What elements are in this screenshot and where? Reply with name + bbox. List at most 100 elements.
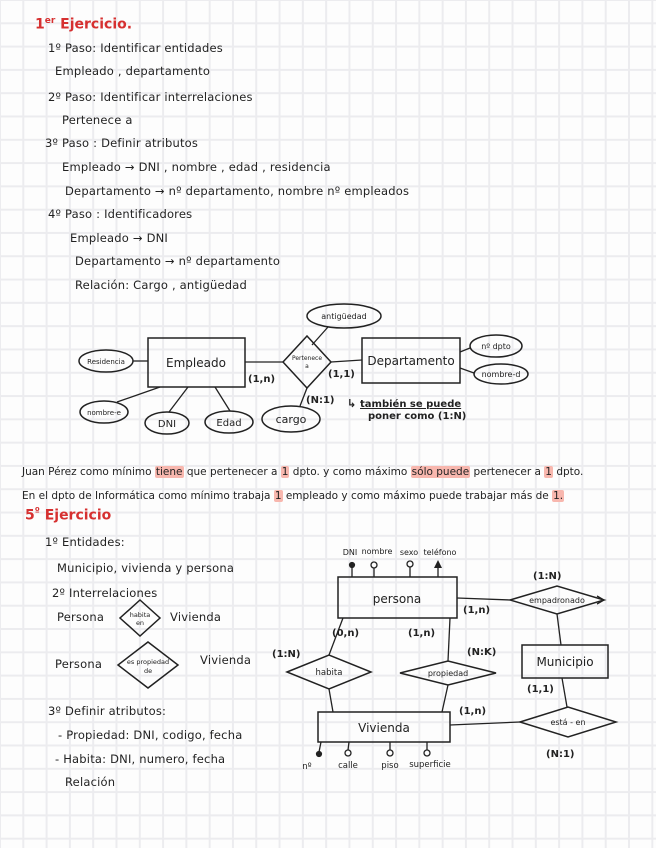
cardinality-11: (1,1) (328, 369, 355, 380)
ex5-rel2-persona: Persona (55, 657, 103, 671)
ex5-rel2-vivienda: Vivienda (200, 653, 252, 667)
relation-label-pertenece-2: a (305, 363, 309, 370)
attr-label-calle: calle (338, 761, 358, 771)
attr-label-cargo: cargo (276, 413, 307, 426)
relation-label-pertenece-1: Pertenece (292, 355, 322, 362)
attr-key-dot-n (315, 750, 323, 758)
entity-label-persona: persona (373, 592, 422, 606)
p1-highlight-tiene: tiene (154, 466, 184, 478)
ex1-entities: Empleado , departamento (55, 64, 211, 78)
attr-ellipse-residencia (78, 349, 134, 373)
attr-label-telefono: teléfono (424, 547, 457, 557)
ex5-rel1-vivienda: Vivienda (170, 610, 222, 624)
line-departamento-nombred (459, 367, 475, 374)
line-propiedad-vivienda (441, 684, 449, 713)
cardinality-persona-1n: (1,n) (463, 605, 490, 616)
ex5-rel1-persona: Persona (57, 610, 105, 624)
entity-box-municipio (521, 644, 609, 679)
entity-box-empleado (147, 337, 246, 388)
rel2-diamond-label-1: es propiedad (127, 658, 169, 666)
ex1-step4: 4º Paso : Identificadores (48, 207, 193, 221)
attr-label-n: nº (302, 762, 311, 772)
entity-label-empleado: Empleado (166, 356, 226, 370)
attr-label-nombre-d: nombre-d (482, 370, 521, 379)
note-arrow-icon: ↳ (347, 397, 356, 410)
ex1-step2: 2º Paso: Identificar interrelaciones (48, 90, 253, 104)
attr-key-dot-dni (348, 561, 356, 569)
cardinality-n1: (N:1) (306, 395, 334, 406)
p1-highlight-1b: 1 (544, 466, 553, 478)
ex1-attr-departamento: Departamento → nº departamento, nombre n… (65, 184, 410, 198)
attr-ring-sexo (406, 560, 414, 568)
cardinality-N1-estaen: (N:1) (546, 749, 574, 760)
ex1-relation: Pertenece a (62, 113, 133, 127)
entity-box-departamento (361, 337, 461, 384)
cardinality-1n: (1,n) (248, 374, 275, 385)
exercise1-title-number: 1 (35, 16, 45, 33)
line-relacion-departamento (330, 359, 363, 363)
line-persona-propiedad (447, 617, 451, 662)
line-persona-empadronado (456, 597, 511, 601)
ex1-id-departamento: Departamento → nº departamento (75, 254, 281, 268)
attr-stem-n (318, 741, 322, 753)
entity-label-municipio: Municipio (536, 655, 593, 669)
summary-line-2: En el dpto de Informática como mínimo tr… (22, 490, 565, 502)
attr-label-antiguedad: antigüedad (321, 312, 366, 321)
er-diagram-exercise5: DNI nombre sexo teléfono persona (1,n) e… (272, 547, 619, 772)
line-vivienda-estaen (449, 721, 521, 726)
p1-highlight-solo-puede: sólo puede (410, 466, 471, 478)
exercise5-title: 5º Ejercicio (25, 507, 111, 524)
line-persona-habita (328, 617, 344, 656)
ex5-attr-habita: - Habita: DNI, numero, fecha (55, 752, 226, 766)
attr-ring-calle (344, 749, 352, 757)
attr-label-piso: piso (381, 761, 398, 771)
cardinality-11-municipio: (1,1) (527, 684, 554, 695)
attr-ellipse-dni (144, 411, 190, 435)
ex5-interrelaciones-head: 2º Interrelaciones (52, 586, 158, 600)
line-empleado-nombre (116, 386, 161, 403)
ex5-rel2-diamond: es propiedad de (116, 641, 180, 689)
relation-diamond-pertenece (281, 334, 333, 390)
exercise1-title-sup: er (44, 16, 56, 26)
relation-diamond-esta-en (517, 706, 619, 738)
line-departamento-ndpto (459, 347, 471, 353)
attr-label-ndpto: nº dpto (481, 342, 511, 351)
cardinality-1n-vivienda: (1,n) (459, 706, 486, 717)
relation-label-empadronado: empadronado (529, 596, 585, 605)
ex1-relacion-attrs: Relación: Cargo , antigüedad (75, 278, 248, 292)
attr-ellipse-edad (204, 410, 254, 434)
relation-label-propiedad: propiedad (428, 669, 468, 678)
relation-diamond-habita (285, 654, 373, 690)
summary-line-1: Juan Pérez como mínimo tiene que pertene… (22, 466, 583, 478)
rel1-diamond-label-2: en (136, 619, 144, 627)
relation-diamond-propiedad (399, 660, 497, 686)
p2-text: empleado y como máximo puede trabajar má… (282, 490, 553, 502)
attr-ellipse-cargo (261, 405, 321, 433)
cardinality-1n-propiedad-top: (1,n) (408, 628, 435, 639)
ex5-attr-propiedad: - Propiedad: DNI, codigo, fecha (58, 728, 243, 742)
exercise5-title-number: 5 (25, 507, 35, 524)
p1-text: dpto. (552, 466, 584, 478)
line-empleado-dni (168, 386, 189, 413)
attr-label-edad: Edad (216, 418, 241, 429)
line-empadronado-municipio (556, 613, 562, 646)
attr-label-residencia: Residencia (87, 358, 125, 366)
exercise1-title: 1er Ejercicio. (35, 16, 132, 33)
ex5-entidades-list: Municipio, vivienda y persona (57, 561, 235, 575)
note-line2: poner como (1:N) (368, 411, 466, 422)
attr-ring-piso (386, 749, 394, 757)
attr-ellipse-antiguedad (306, 303, 382, 329)
entity-label-departamento: Departamento (367, 354, 454, 368)
p1-text: Juan Pérez como mínimo (22, 466, 155, 478)
rel2-diamond-shape (116, 641, 180, 689)
line-cargo-relacion (299, 387, 308, 407)
exercise5-title-text: Ejercicio (39, 507, 112, 524)
p1-text: que pertenecer a (183, 466, 281, 478)
ex5-rel1-diamond: habita en (118, 598, 162, 638)
relation-label-esta-en: está - en (550, 718, 585, 727)
exercise5-title-sup: º (34, 507, 40, 517)
attr-label-superficie: superficie (409, 760, 451, 770)
attr-arrow-telefono-icon (434, 560, 442, 568)
line-municipio-estaen (561, 677, 568, 708)
attr-ellipse-nombre-e (79, 400, 129, 424)
